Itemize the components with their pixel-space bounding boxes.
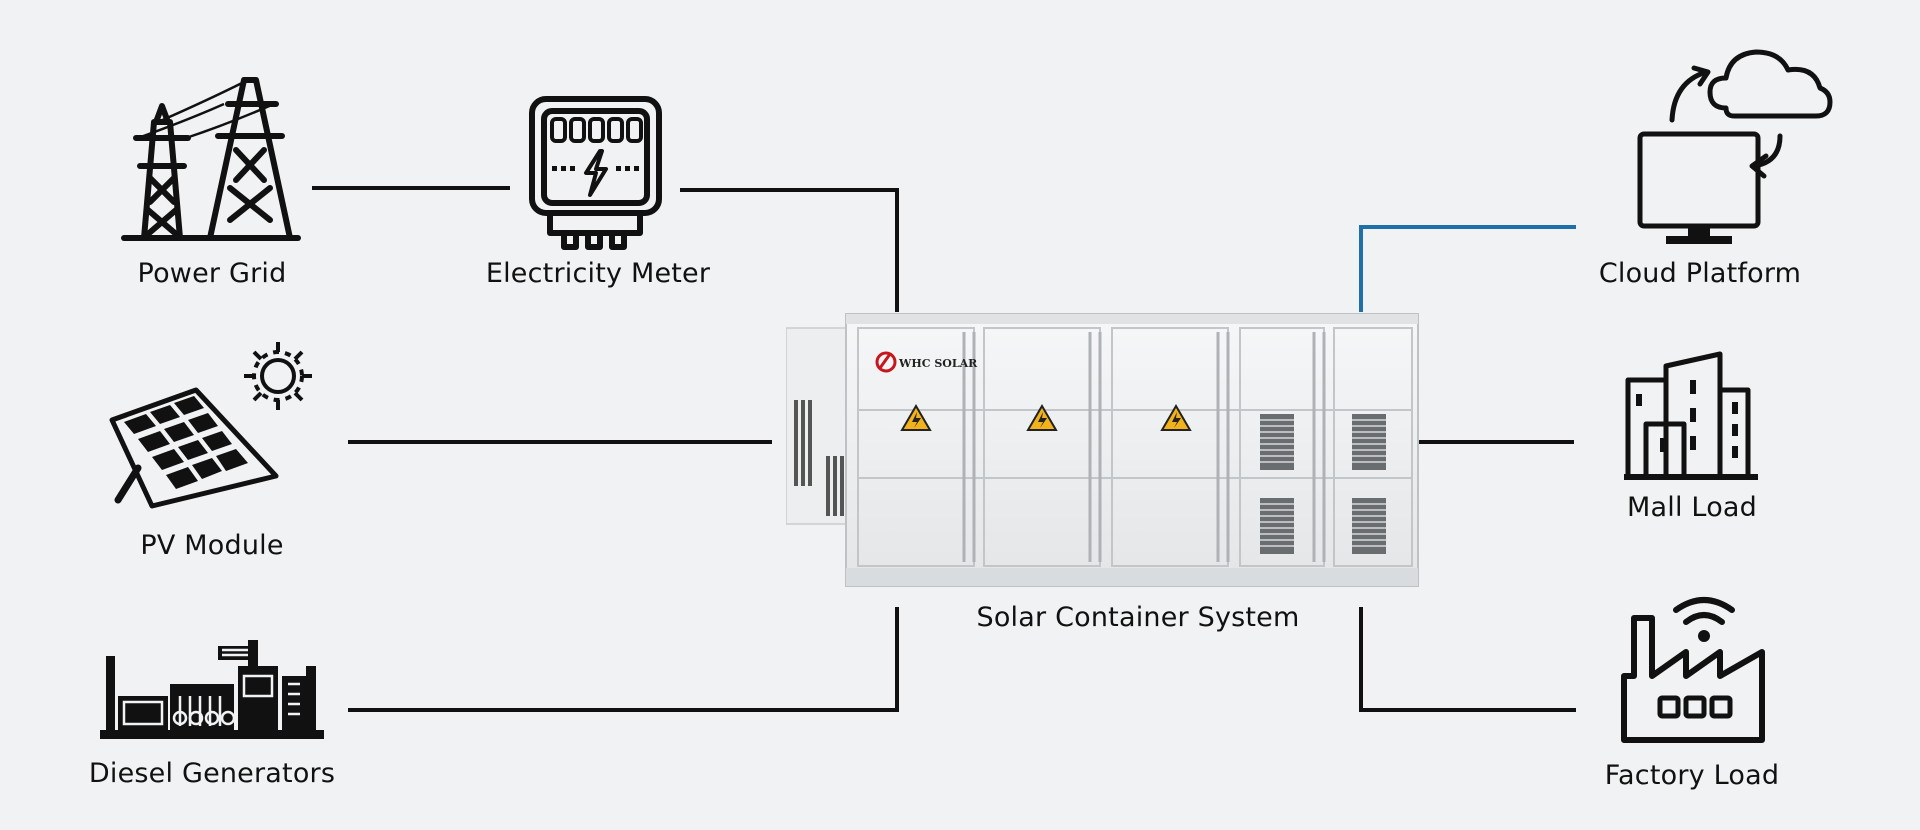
pv-module-label: PV Module bbox=[140, 530, 284, 561]
brand-text: WHC SOLAR bbox=[898, 357, 978, 370]
container-to-cloud-line bbox=[1359, 225, 1576, 312]
power-grid-label: Power Grid bbox=[137, 258, 287, 289]
factory-icon bbox=[1621, 597, 1765, 743]
factory-load-label: Factory Load bbox=[1604, 760, 1780, 791]
diesel-generator-icon bbox=[100, 640, 324, 739]
buildings-icon bbox=[1624, 351, 1758, 480]
solar-panel-icon bbox=[109, 342, 312, 509]
cloud-monitor-icon bbox=[1637, 49, 1833, 244]
whc-solar-logo-icon bbox=[875, 351, 897, 373]
generator-to-container-line bbox=[348, 607, 899, 712]
mall-load-label: Mall Load bbox=[1627, 492, 1757, 523]
electricity-meter-label: Electricity Meter bbox=[485, 258, 711, 289]
container-to-factory-line bbox=[1359, 607, 1576, 712]
warning-sign-icon bbox=[900, 404, 1192, 431]
solar-container-label: Solar Container System bbox=[976, 602, 1300, 633]
container-icon: WHC SOLAR bbox=[786, 313, 1419, 587]
diesel-generators-label: Diesel Generators bbox=[88, 758, 336, 789]
electricity-meter-icon bbox=[529, 96, 662, 250]
meter-to-container-line bbox=[680, 188, 899, 312]
cloud-platform-label: Cloud Platform bbox=[1598, 258, 1802, 289]
transmission-tower-icon bbox=[121, 77, 301, 241]
